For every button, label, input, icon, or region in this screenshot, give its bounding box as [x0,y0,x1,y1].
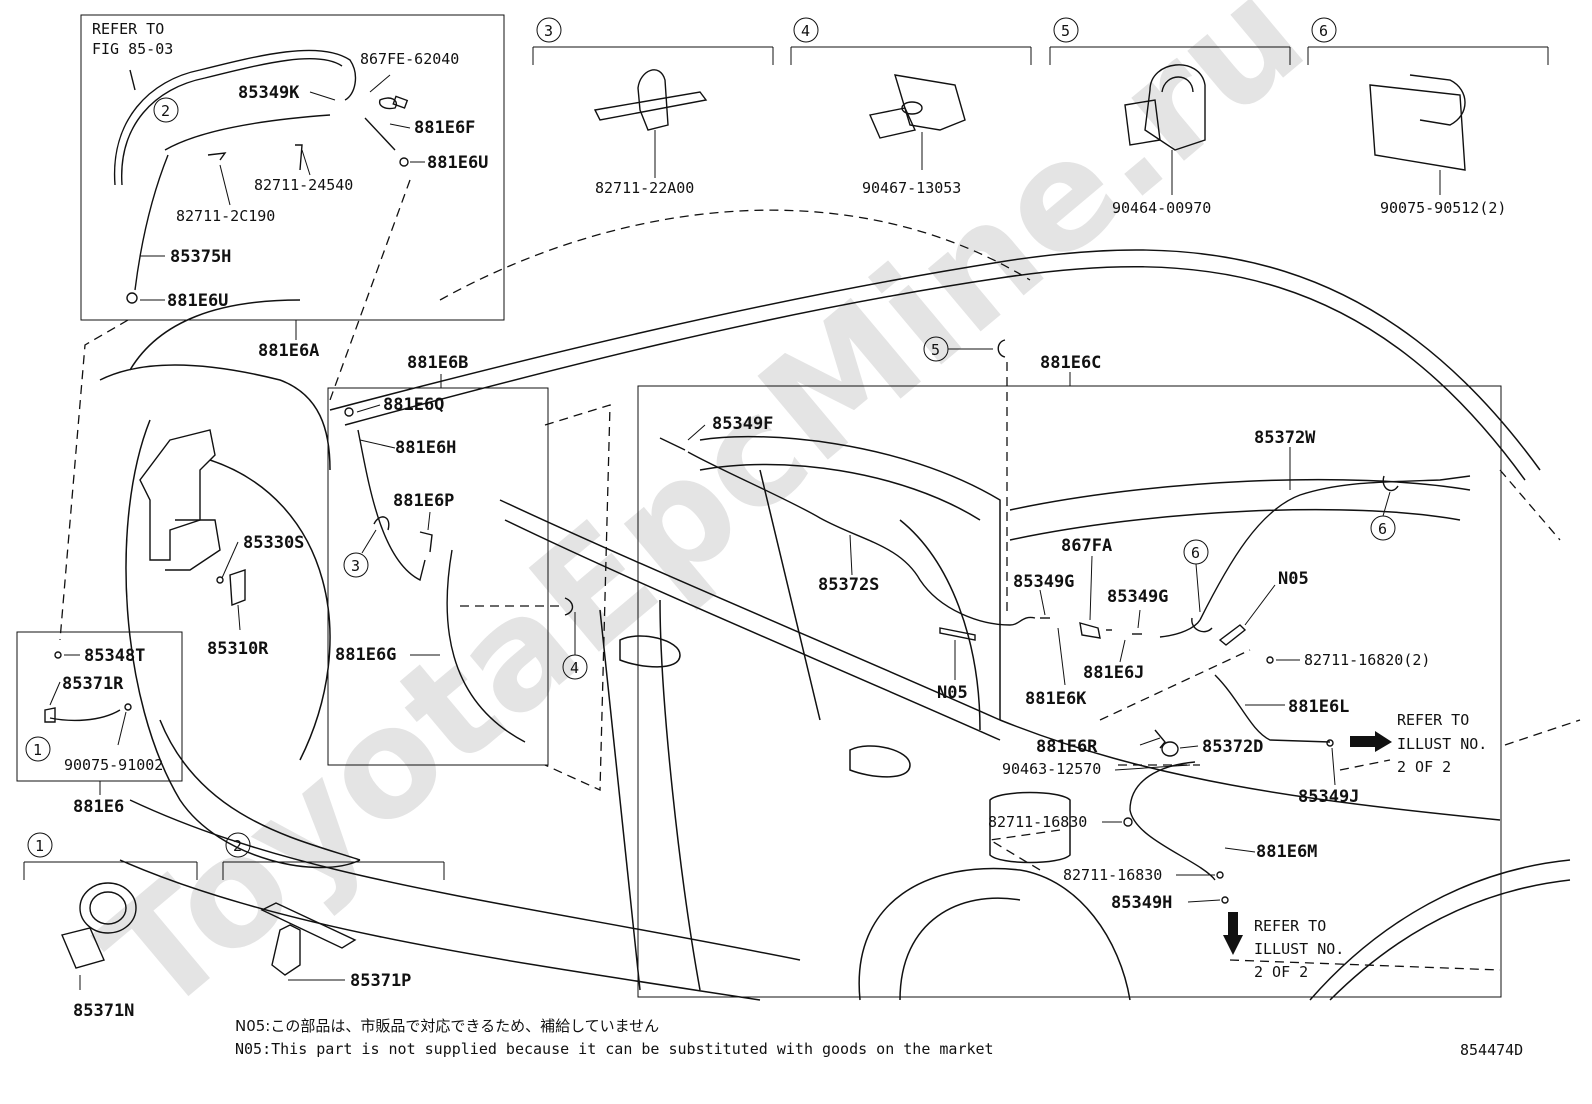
label-881E6H: 881E6H [395,438,456,458]
label-N05-a: N05 [1278,569,1309,589]
label-85372S: 85372S [818,575,879,595]
figure-id: 854474D [1460,1041,1523,1059]
label-85310R: 85310R [207,639,269,659]
label-85349G-a: 85349G [1013,572,1074,592]
refer-a-line1: REFER TO [1397,711,1469,729]
clip-group-6: 6 90075-90512(2) [1307,17,1549,217]
clip-group-2: 2 85371P [222,832,445,991]
label-867FE-62040: 867FE-62040 [360,50,459,68]
refer-arrow-down [1223,912,1243,955]
label-881E6M: 881E6M [1256,842,1317,862]
label-90464-00970: 90464-00970 [1112,199,1211,217]
refer-a-line3: 2 OF 2 [1397,758,1451,776]
refer-fig-line1: REFER TO [92,20,164,38]
refer-fig-line2: FIG 85-03 [92,40,173,58]
label-85375H: 85375H [170,247,231,267]
refer-arrow-right [1350,731,1392,752]
callout-3-mid: 3 [351,557,360,575]
clip-group-3: 3 82711-22A00 [532,17,774,197]
label-881E6J: 881E6J [1083,663,1144,683]
front-washer-assembly: 85330S 85310R [139,429,304,659]
label-82711-16830-a: 82711-16830 [988,813,1087,831]
label-881E6R: 881E6R [1036,737,1098,757]
callout-6-top: 6 [1319,22,1328,40]
label-82711-2C190: 82711-2C190 [176,207,275,225]
refer-b-line1: REFER TO [1254,917,1326,935]
label-85371P: 85371P [350,971,411,991]
callout-3-top: 3 [544,22,553,40]
label-85372D: 85372D [1202,737,1263,757]
clip-group-1: 1 85371N [23,832,198,1021]
label-85348T: 85348T [84,646,145,666]
label-881E6G: 881E6G [335,645,396,665]
label-90075-90512: 90075-90512(2) [1380,199,1506,217]
label-881E6U-a: 881E6U [427,153,488,173]
label-867FA: 867FA [1061,536,1112,556]
refer-b-line2: ILLUST NO. [1254,940,1344,958]
label-881E6C: 881E6C [1040,353,1101,373]
label-85330S: 85330S [243,533,304,553]
label-85349H: 85349H [1111,893,1172,913]
detail-box-881E6B: 3 881E6Q 881E6H 881E6P 881E6G [327,387,549,766]
callout-5-mid: 5 [931,341,940,359]
label-881E6Q: 881E6Q [383,395,444,415]
watermark: ToyotaEpcMine.ru [71,0,1336,1048]
callout-5-top: 5 [1061,22,1070,40]
label-82711-16830-b: 82711-16830 [1063,866,1162,884]
label-881E6A: 881E6A [258,341,319,361]
label-881E6: 881E6 [73,797,124,817]
callout-2-clip: 2 [233,837,242,855]
label-85349F: 85349F [712,414,773,434]
label-N05-b: N05 [937,683,968,703]
callout-1-box: 1 [33,741,42,759]
footnote-en: N05:This part is not supplied because it… [235,1040,994,1058]
label-90467-13053: 90467-13053 [862,179,961,197]
callout-4-mid: 4 [570,659,579,677]
refer-a-line2: ILLUST NO. [1397,735,1487,753]
label-881E6K: 881E6K [1025,689,1087,709]
detail-box-hood: REFER TO FIG 85-03 2 867FE-62040 85349K … [80,14,505,321]
callout-1-clip: 1 [35,837,44,855]
callout-6-left: 6 [1191,544,1200,562]
footnote-jp: N05:この部品は、市販品で対応できるため、補給していません [235,1017,659,1035]
car-body-outline [99,209,1581,1001]
label-881E6F: 881E6F [414,118,475,138]
label-85349J: 85349J [1298,787,1359,807]
callout-4-top: 4 [801,22,810,40]
label-82711-24540: 82711-24540 [254,176,353,194]
label-881E6L: 881E6L [1288,697,1349,717]
callout-6-right: 6 [1378,520,1387,538]
label-82711-16820: 82711-16820(2) [1304,651,1430,669]
clip-group-5: 5 90464-00970 [1049,17,1291,217]
label-90075-91002: 90075-91002 [64,756,163,774]
callout-2-box: 2 [161,102,170,120]
refer-b-line3: 2 OF 2 [1254,963,1308,981]
clip-group-4: 4 90467-13053 [790,17,1032,197]
label-90463-12570: 90463-12570 [1002,760,1101,778]
detail-box-881E6C: 6 6 [637,385,1502,998]
label-85349G-b: 85349G [1107,587,1168,607]
label-85371N: 85371N [73,1001,134,1021]
label-85372W: 85372W [1254,428,1316,448]
label-85349K: 85349K [238,83,300,103]
label-881E6U-b: 881E6U [167,291,228,311]
label-881E6B: 881E6B [407,353,468,373]
label-881E6P: 881E6P [393,491,454,511]
label-85371R: 85371R [62,674,124,694]
label-82711-22A00: 82711-22A00 [595,179,694,197]
detail-box-881E6: 1 85348T 85371R 90075-91002 [16,631,183,782]
